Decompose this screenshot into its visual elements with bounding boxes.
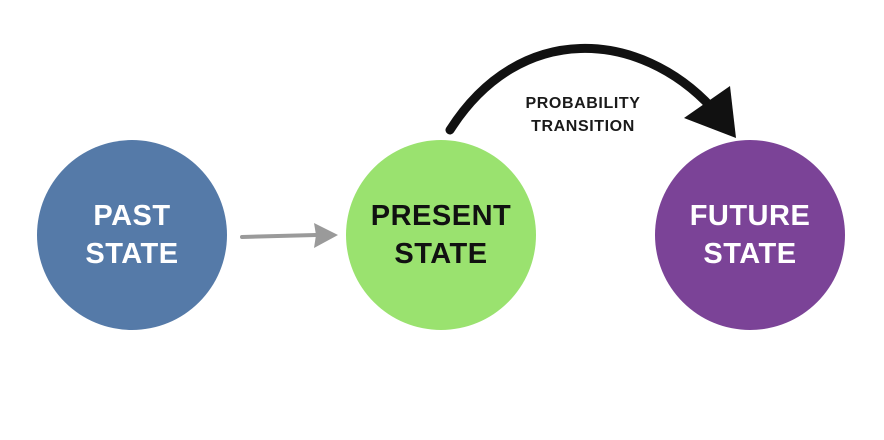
arrow-past-to-present [240,223,338,248]
past-state-label-line1: PAST [93,200,171,232]
arrow-past-to-present-shaft [240,233,318,239]
arrow-present-to-future-curve [445,43,717,135]
present-state-label-line2: STATE [394,238,488,270]
arrow-present-to-future-head [684,86,736,138]
future-state-label-line1: FUTURE [689,200,811,232]
probability-transition-label-line1: PROBABILITY [525,95,641,112]
future-state-label-line2: STATE [703,238,797,270]
arrow-present-to-future [445,43,736,138]
probability-transition-label: PROBABILITY TRANSITION [498,92,668,138]
past-state-node: PAST STATE [37,140,227,330]
present-state-node: PRESENT STATE [346,140,536,330]
past-state-label-line2: STATE [85,238,179,270]
present-state-label-line1: PRESENT [370,200,512,232]
future-state-node: FUTURE STATE [655,140,845,330]
probability-transition-label-line2: TRANSITION [531,118,635,135]
arrow-past-to-present-head [314,223,338,248]
